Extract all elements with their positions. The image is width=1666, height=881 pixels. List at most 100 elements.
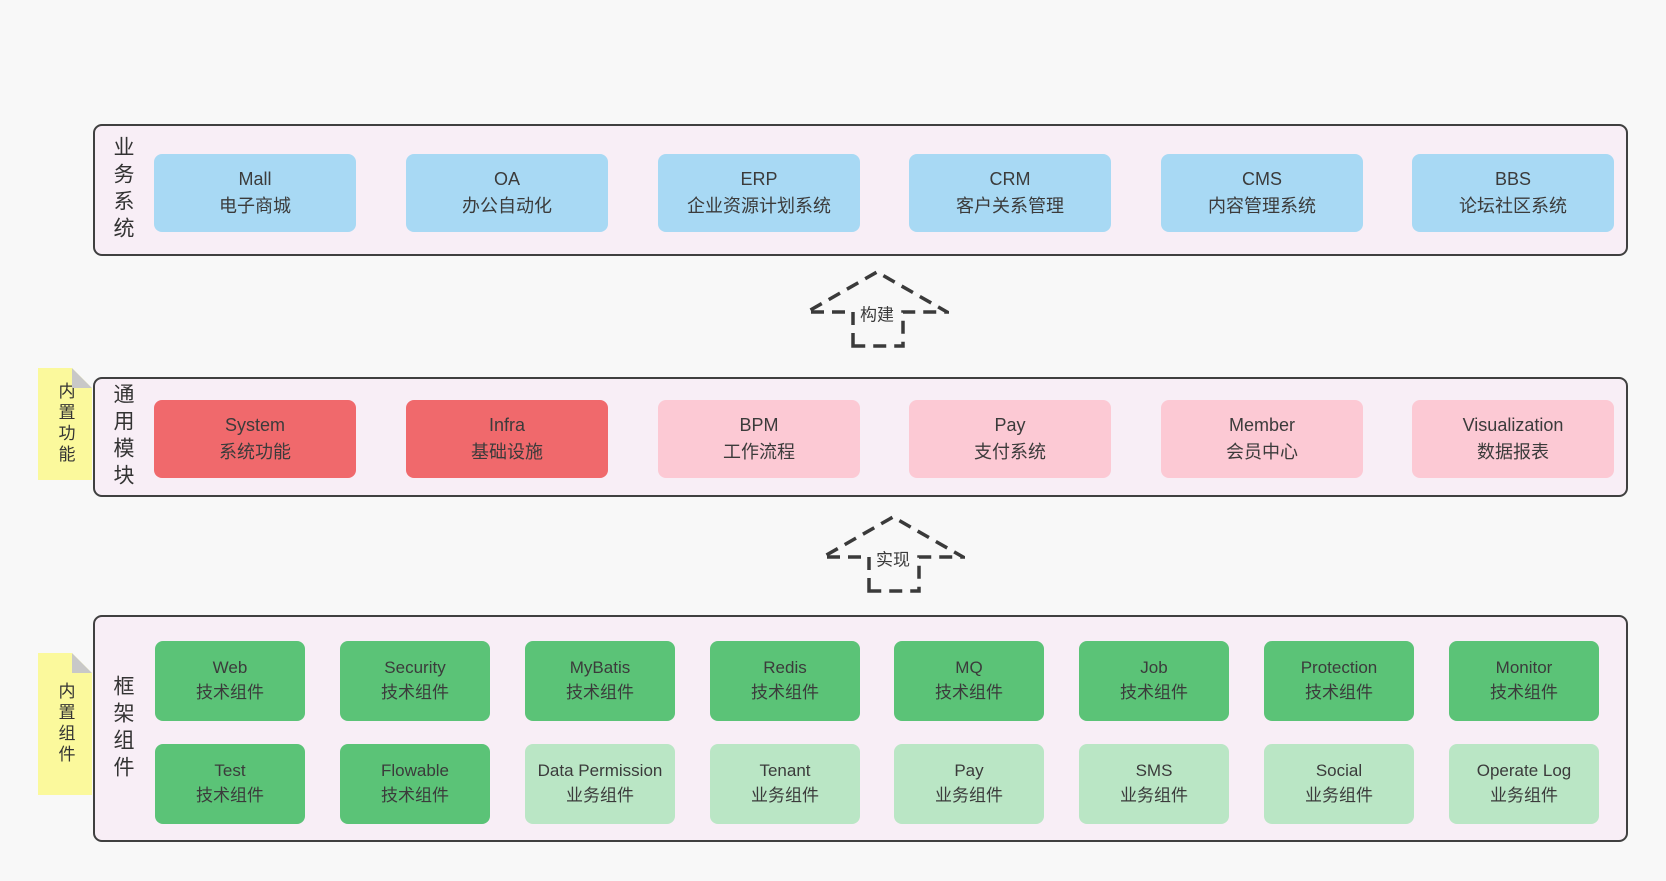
node-title: Job [1140, 658, 1168, 678]
note-fold-corner-icon [72, 368, 92, 388]
node-flowable: Flowable 技术组件 [340, 744, 490, 824]
node-subtitle: 技术组件 [566, 683, 634, 702]
node-subtitle: 会员中心 [1226, 442, 1298, 462]
node-title: Test [214, 761, 246, 781]
node-title: BPM [739, 415, 779, 435]
node-subtitle: 业务组件 [935, 786, 1003, 805]
sticky-note-built-in-components: 内置组件 [38, 653, 92, 795]
node-tenant: Tenant 业务组件 [710, 744, 860, 824]
node-mq: MQ 技术组件 [894, 641, 1044, 721]
node-member: Member 会员中心 [1161, 400, 1363, 478]
layer-common-modules-label: 通用模块 [111, 383, 134, 491]
node-subtitle: 技术组件 [1120, 683, 1188, 702]
node-operate-log: Operate Log 业务组件 [1449, 744, 1599, 824]
node-title: Infra [488, 415, 526, 435]
node-bbs: BBS 论坛社区系统 [1412, 154, 1614, 232]
node-title: Protection [1300, 658, 1378, 678]
layer-common-modules: 通用模块 System 系统功能 Infra 基础设施 BPM 工作流程 Pay… [93, 377, 1628, 497]
node-subtitle: 技术组件 [751, 683, 819, 702]
node-title: Operate Log [1476, 761, 1572, 781]
node-title: CMS [1242, 169, 1282, 189]
node-subtitle: 技术组件 [381, 683, 449, 702]
node-pay-component: Pay 业务组件 [894, 744, 1044, 824]
node-subtitle: 业务组件 [751, 786, 819, 805]
node-title: Monitor [1495, 658, 1553, 678]
node-title: BBS [1494, 169, 1532, 189]
node-subtitle: 技术组件 [1490, 683, 1558, 702]
node-visualization: Visualization 数据报表 [1412, 400, 1614, 478]
layer-business-systems-label: 业务系统 [111, 136, 134, 244]
sticky-note-label: 内置功能 [55, 382, 75, 466]
node-title: CRM [989, 169, 1031, 189]
node-title: Tenant [759, 761, 811, 781]
node-infra: Infra 基础设施 [406, 400, 608, 478]
node-subtitle: 客户关系管理 [956, 196, 1064, 216]
node-subtitle: 办公自动化 [462, 196, 552, 216]
node-subtitle: 技术组件 [935, 683, 1003, 702]
node-web: Web 技术组件 [155, 641, 305, 721]
node-title: Mall [238, 169, 272, 189]
build-arrow-label: 构建 [857, 299, 897, 327]
node-subtitle: 企业资源计划系统 [687, 196, 831, 216]
node-title: Visualization [1462, 415, 1564, 435]
node-subtitle: 数据报表 [1477, 442, 1549, 462]
node-subtitle: 支付系统 [974, 442, 1046, 462]
node-social: Social 业务组件 [1264, 744, 1414, 824]
node-subtitle: 技术组件 [196, 683, 264, 702]
node-pay-module: Pay 支付系统 [909, 400, 1111, 478]
node-title: Pay [994, 415, 1026, 435]
node-data-permission: Data Permission 业务组件 [525, 744, 675, 824]
node-subtitle: 业务组件 [566, 786, 634, 805]
node-title: Data Permission [537, 761, 663, 781]
node-mybatis: MyBatis 技术组件 [525, 641, 675, 721]
implement-arrow-label: 实现 [873, 544, 913, 572]
node-title: System [224, 415, 285, 435]
implement-arrow-icon: 实现 [821, 507, 965, 595]
node-title: Pay [954, 761, 984, 781]
node-subtitle: 业务组件 [1305, 786, 1373, 805]
node-subtitle: 系统功能 [219, 442, 291, 462]
layer-business-systems: 业务系统 Mall 电子商城 OA 办公自动化 ERP 企业资源计划系统 CRM… [93, 124, 1628, 256]
node-subtitle: 业务组件 [1120, 786, 1188, 805]
node-erp: ERP 企业资源计划系统 [658, 154, 860, 232]
node-subtitle: 技术组件 [1305, 683, 1373, 702]
node-title: MyBatis [569, 658, 631, 678]
node-subtitle: 基础设施 [471, 442, 543, 462]
node-security: Security 技术组件 [340, 641, 490, 721]
node-subtitle: 论坛社区系统 [1459, 196, 1567, 216]
note-fold-corner-icon [72, 653, 92, 673]
node-title: Security [384, 658, 446, 678]
node-title: Social [1315, 761, 1363, 781]
node-protection: Protection 技术组件 [1264, 641, 1414, 721]
node-redis: Redis 技术组件 [710, 641, 860, 721]
node-subtitle: 技术组件 [196, 786, 264, 805]
node-cms: CMS 内容管理系统 [1161, 154, 1363, 232]
build-arrow-icon: 构建 [805, 262, 949, 350]
node-crm: CRM 客户关系管理 [909, 154, 1111, 232]
node-system: System 系统功能 [154, 400, 356, 478]
node-title: SMS [1135, 761, 1173, 781]
node-subtitle: 内容管理系统 [1208, 196, 1316, 216]
node-job: Job 技术组件 [1079, 641, 1229, 721]
node-title: Redis [763, 658, 807, 678]
node-title: ERP [740, 169, 778, 189]
node-sms: SMS 业务组件 [1079, 744, 1229, 824]
node-mall: Mall 电子商城 [154, 154, 356, 232]
node-title: OA [493, 169, 520, 189]
sticky-note-built-in-features: 内置功能 [38, 368, 92, 480]
node-title: MQ [955, 658, 983, 678]
node-monitor: Monitor 技术组件 [1449, 641, 1599, 721]
node-bpm: BPM 工作流程 [658, 400, 860, 478]
layer-framework-components: 框架组件 Web 技术组件 Security 技术组件 MyBatis 技术组件… [93, 615, 1628, 842]
node-title: Flowable [380, 761, 450, 781]
node-title: Web [212, 658, 248, 678]
node-subtitle: 电子商城 [219, 196, 291, 216]
node-test: Test 技术组件 [155, 744, 305, 824]
node-subtitle: 技术组件 [381, 786, 449, 805]
node-subtitle: 工作流程 [723, 442, 795, 462]
node-subtitle: 业务组件 [1490, 786, 1558, 805]
sticky-note-label: 内置组件 [55, 682, 75, 766]
layer-framework-components-label: 框架组件 [111, 674, 134, 783]
node-title: Member [1228, 415, 1295, 435]
